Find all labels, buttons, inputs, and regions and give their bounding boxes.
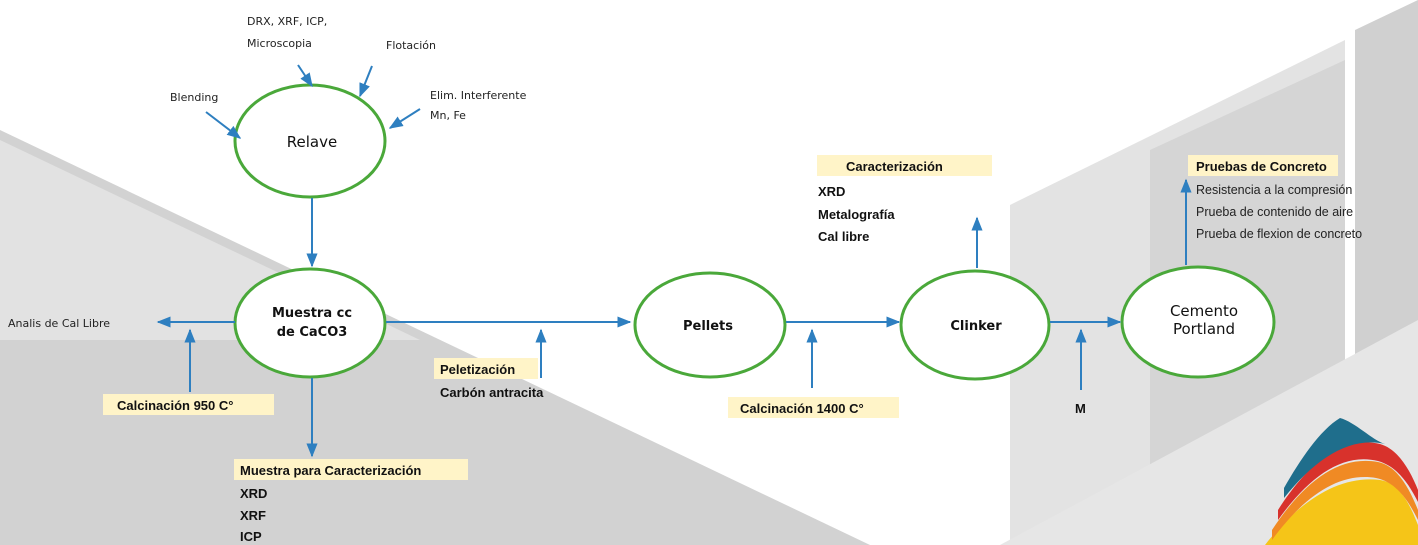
caracterizacion-item: Metalografía <box>818 207 895 222</box>
label-peletizacion: Peletización <box>440 362 515 377</box>
caracterizacion-title: Caracterización <box>846 159 943 174</box>
node-relave-label: Relave <box>287 133 337 151</box>
label-elim-line2: Mn, Fe <box>430 109 466 122</box>
pruebas-item: Prueba de contenido de aire <box>1196 205 1353 219</box>
label-calcinacion-1400: Calcinación 1400 C° <box>740 401 864 416</box>
arrow-drx-to-relave <box>297 64 313 88</box>
pruebas-item: Prueba de flexion de concreto <box>1196 227 1362 241</box>
label-elim-line1: Elim. Interferente <box>430 89 527 102</box>
node-muestra-label-line2: de CaCO3 <box>277 325 348 340</box>
arrow-blending-to-relave <box>205 111 242 139</box>
label-m: M <box>1075 401 1086 416</box>
muestra-caract-item: XRD <box>240 486 267 501</box>
muestra-caract-item: XRF <box>240 508 266 523</box>
highlight-calcinacion-950 <box>103 394 274 415</box>
node-cemento-label-line2: Portland <box>1173 320 1235 338</box>
node-muestra-label-line1: Muestra cc <box>272 306 352 321</box>
highlight-caracterizacion <box>817 155 992 176</box>
highlight-peletizacion <box>434 358 538 379</box>
label-flotacion: Flotación <box>386 39 436 52</box>
arrow-flotacion-to-relave <box>359 65 373 98</box>
arrow-elim-to-relave <box>388 108 421 129</box>
arrows <box>156 64 1192 458</box>
node-cemento-label-line1: Cemento <box>1170 302 1238 320</box>
logo-wave-red <box>1278 442 1418 520</box>
highlight-calcinacion-1400 <box>728 397 899 418</box>
highlight-muestra-caracterizacion <box>234 459 468 480</box>
node-clinker-label: Clinker <box>950 319 1002 334</box>
label-calcinacion-950: Calcinación 950 C° <box>117 398 233 413</box>
background-wedge-left <box>0 130 870 545</box>
label-blending: Blending <box>170 91 218 104</box>
node-clinker <box>899 269 1051 381</box>
node-cemento-portland <box>1120 265 1276 379</box>
logo-peak-blue <box>1284 418 1385 498</box>
node-muestra-caco3 <box>233 267 387 379</box>
pruebas-item: Resistencia a la compresión <box>1196 183 1352 197</box>
pruebas-title: Pruebas de Concreto <box>1196 159 1327 174</box>
highlight-pruebas <box>1188 155 1338 176</box>
label-analisis-cal-libre: Analis de Cal Libre <box>8 317 110 330</box>
nodes <box>233 83 1276 381</box>
muestra-caract-title: Muestra para Caracterización <box>240 463 421 478</box>
muestra-caract-item: ICP <box>240 529 262 544</box>
label-carbon-antracita: Carbón antracita <box>440 385 544 400</box>
label-drx-line1: DRX, XRF, ICP, <box>247 15 327 28</box>
logo-wave-yellow <box>1265 479 1418 545</box>
node-pellets <box>633 271 787 379</box>
logo-wave-orange <box>1272 460 1418 540</box>
company-logo <box>1265 418 1418 545</box>
caracterizacion-item: Cal libre <box>818 229 869 244</box>
caracterizacion-item: XRD <box>818 184 845 199</box>
label-drx-line2: Microscopia <box>247 37 312 50</box>
node-pellets-label: Pellets <box>683 319 733 334</box>
